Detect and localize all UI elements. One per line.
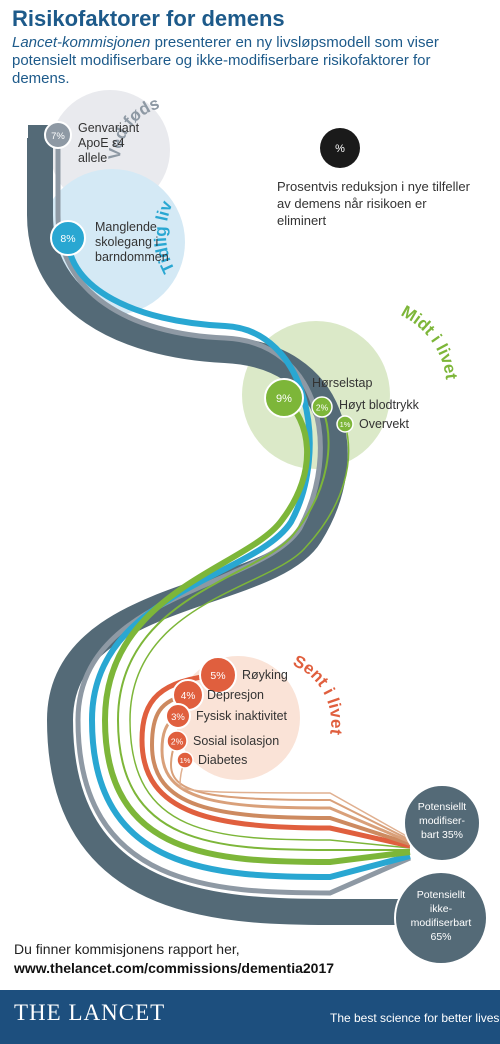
factor-badge-depression: 4%: [172, 679, 204, 711]
outcome-modifiable: Potensiellt modifiser- bart 35%: [403, 784, 481, 862]
svg-text:Potensiellt: Potensiellt: [417, 889, 466, 901]
factor-label-isolation: Sosial isolasjon: [193, 734, 280, 748]
svg-text:1%: 1%: [180, 756, 191, 765]
svg-text:7%: 7%: [51, 131, 65, 142]
factor-label-inactivity: Fysisk inaktivitet: [196, 709, 287, 723]
footer-bar: [0, 990, 500, 1044]
page-subtitle: Lancet-kommisjonen presenterer en ny liv…: [12, 34, 492, 88]
svg-text:1%: 1%: [340, 420, 351, 429]
factor-badge-diabetes: 1%: [176, 751, 194, 769]
page-title: Risikofaktorer for demens: [12, 6, 285, 31]
factor-label-apoe: Genvariant ApoE ε4 allele: [78, 121, 140, 165]
footer-tagline: The best science for better lives: [330, 1011, 500, 1025]
svg-text:5%: 5%: [210, 670, 225, 682]
factor-label-schooling: Manglende skolegang i barndommen: [95, 220, 169, 264]
factor-badge-hearing: 9%: [264, 378, 304, 418]
svg-text:Potensiellt: Potensiellt: [418, 801, 467, 813]
factor-label-hearing: Hørselstap: [312, 376, 373, 390]
band-late-life-inactivity: [160, 714, 411, 844]
factor-badge-blood-pressure: 2%: [311, 396, 333, 418]
factor-badge-smoking: 5%: [199, 656, 237, 694]
band-late-life-depression: [149, 693, 411, 846]
report-link-text: Du finner kommisjonens rapport her, www.…: [14, 940, 434, 978]
svg-text:3%: 3%: [171, 712, 185, 723]
lancet-logo[interactable]: THE LANCET: [14, 1000, 166, 1025]
svg-text:2%: 2%: [171, 737, 184, 747]
subtitle-text: presenterer en ny livsløpsmodell som vis…: [12, 34, 439, 87]
svg-text:2%: 2%: [316, 403, 329, 413]
factor-label-obesity: Overvekt: [359, 417, 410, 431]
life-course-diagram: Ved fødsel Tidlig liv Midt i livet Sent …: [0, 0, 488, 965]
legend-symbol: %: [320, 128, 360, 168]
svg-text:4%: 4%: [181, 691, 196, 702]
factor-badge-apoe: 7%: [44, 121, 72, 149]
band-early-life: [65, 237, 411, 881]
band-mid-life-bp: [116, 406, 410, 851]
factor-badge-inactivity: 3%: [165, 703, 191, 729]
svg-text:modifiserbart: modifiserbart: [411, 917, 472, 929]
band-mid-life-obesity: [129, 423, 411, 849]
outcome-non-modifiable: Potensiellt ikke- modifiserbart 65%: [394, 871, 488, 965]
report-url[interactable]: www.thelancet.com/commissions/dementia20…: [14, 960, 335, 976]
factor-badge-isolation: 2%: [166, 730, 188, 752]
factor-label-depression: Depresjon: [207, 688, 264, 702]
band-late-life-isolation: [169, 740, 411, 841]
stage-label-mid-life: Midt i livet: [398, 302, 461, 381]
factor-label-diabetes: Diabetes: [198, 753, 248, 767]
factor-badge-schooling: 8%: [50, 220, 86, 256]
band-mid-life-hearing: [101, 395, 411, 866]
svg-text:ikke-: ikke-: [430, 903, 453, 915]
band-late-life-diabetes: [179, 759, 411, 839]
svg-text:8%: 8%: [60, 233, 75, 245]
factor-label-smoking: Røyking: [242, 668, 288, 682]
legend-text: Prosentvis reduksjon i nye tilfeller av …: [277, 179, 470, 228]
svg-text:bart 35%: bart 35%: [421, 829, 463, 841]
band-late-life-smoking: [139, 672, 411, 849]
subtitle-source: Lancet-kommisjonen: [12, 34, 151, 51]
svg-text:9%: 9%: [276, 393, 292, 405]
svg-text:modifiser-: modifiser-: [419, 815, 466, 827]
factor-label-blood-pressure: Høyt blodtrykk: [339, 398, 419, 412]
factor-badge-obesity: 1%: [336, 415, 354, 433]
report-intro: Du finner kommisjonens rapport her,: [14, 941, 240, 957]
svg-text:%: %: [335, 143, 345, 155]
svg-text:65%: 65%: [430, 931, 451, 943]
band-non-modifiable: [27, 125, 405, 925]
